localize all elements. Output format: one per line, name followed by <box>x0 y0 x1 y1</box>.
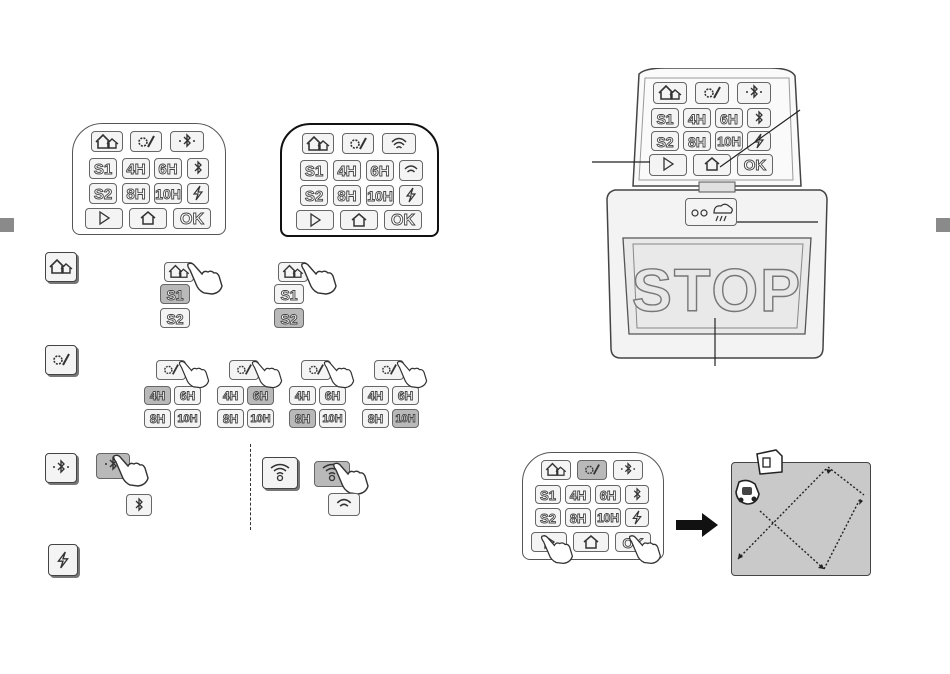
10h-key[interactable]: 10H <box>595 508 621 527</box>
bluetooth-small-icon <box>631 486 643 503</box>
mowing-path-segment <box>760 511 824 569</box>
settings-icon <box>582 461 602 477</box>
4h-key[interactable]: 4H <box>565 485 591 504</box>
lightning-key[interactable] <box>625 508 649 527</box>
pointing-hand-icon <box>540 532 576 566</box>
home-multi-key[interactable] <box>541 460 571 480</box>
home-icon <box>582 533 600 551</box>
s1-key[interactable]: S1 <box>535 485 561 504</box>
home-multi-icon <box>544 461 568 477</box>
callout-line-home <box>720 110 800 167</box>
mowing-path-segment <box>828 467 864 495</box>
robot-mower-icon <box>733 478 763 508</box>
pointing-hand-icon <box>628 532 664 566</box>
right-arrow-icon <box>674 512 720 538</box>
s2-key[interactable]: S2 <box>535 508 561 527</box>
home-key[interactable] <box>573 532 609 552</box>
bluetooth-key[interactable] <box>613 460 643 480</box>
bluetooth-icon <box>618 461 638 477</box>
settings-key[interactable] <box>577 460 607 480</box>
charging-station-icon <box>754 448 786 476</box>
mowing-path-segment <box>824 499 860 569</box>
bluetooth-small-key[interactable] <box>625 485 649 504</box>
6h-key[interactable]: 6H <box>595 485 621 504</box>
lightning-icon <box>630 509 644 526</box>
8h-key[interactable]: 8H <box>565 508 591 527</box>
